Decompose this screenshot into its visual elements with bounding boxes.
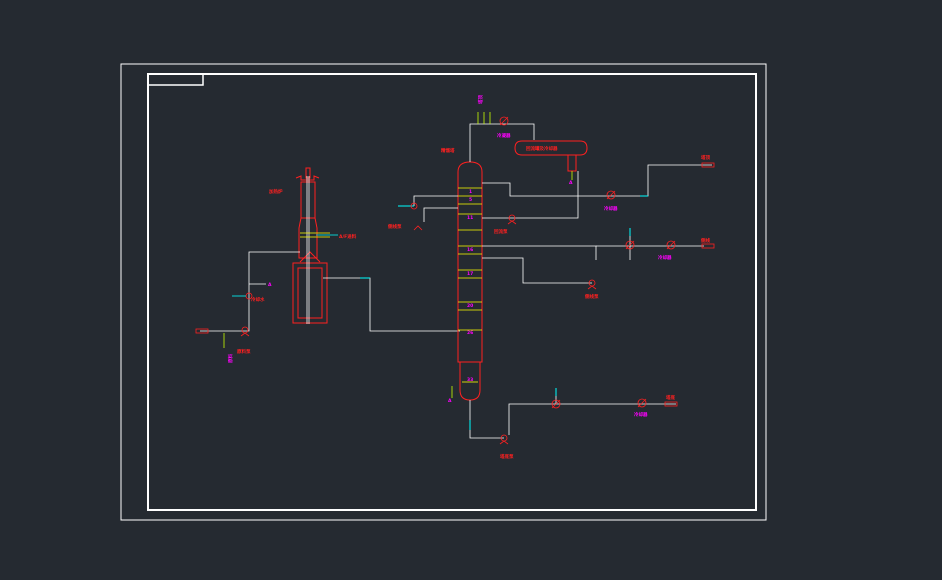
tray-26: 26	[467, 330, 473, 336]
tray-11: 11	[467, 215, 473, 221]
condenser-label: 冷凝器	[497, 132, 511, 139]
tray-17: 17	[467, 271, 473, 277]
reflux-pump[interactable]	[507, 214, 517, 225]
tray-5: 5	[469, 197, 472, 203]
feed-pipe	[200, 251, 300, 332]
column-label: 精馏塔	[441, 147, 455, 154]
bottom-pipe	[469, 400, 504, 439]
tray-bottom: 33	[467, 377, 473, 383]
overhead-pipe	[469, 123, 535, 162]
side-feed-pipe-2	[423, 207, 458, 222]
lower-draw-pipe	[482, 257, 592, 284]
feed-inlet	[195, 328, 209, 334]
pump-left[interactable]	[240, 326, 250, 337]
bottom-product-label: 塔底	[666, 394, 675, 401]
furnace-label: 加热炉	[268, 188, 283, 195]
side-product-label: 侧线	[701, 237, 710, 244]
overhead-vents	[477, 112, 491, 124]
furnace-outlet-pipe	[323, 277, 460, 332]
furnace	[292, 167, 328, 324]
top-cooler[interactable]	[606, 190, 616, 200]
column-bottom-marker: A	[448, 398, 452, 404]
title-tab	[148, 74, 204, 86]
top-product-label: 塔顶	[701, 154, 710, 161]
inner-frame	[147, 73, 757, 511]
reflux-pipe	[482, 171, 579, 219]
tray-16: 16	[467, 247, 473, 253]
top-product-outlet	[701, 162, 715, 168]
lower-draw-pump[interactable]	[587, 279, 597, 290]
bottom-cooler[interactable]	[637, 398, 647, 408]
column-tray-numbers: 1 5 11 16 17 20 26 33	[467, 189, 473, 383]
reflux-drum[interactable]	[514, 140, 588, 172]
overhead-label: 塔顶	[477, 95, 484, 104]
cooling-water-label: 冷却水	[251, 296, 265, 303]
mid-valve[interactable]	[625, 240, 635, 250]
outer-frame	[120, 63, 767, 521]
side-pump[interactable]	[413, 225, 423, 231]
reflux-drum-label: 回流罐及冷却器	[526, 145, 558, 152]
furnace-tubes	[306, 176, 310, 324]
furnace-side-label: A/F进料	[339, 233, 357, 240]
bottom-product-pipe	[508, 403, 676, 435]
tray-20: 20	[467, 303, 473, 309]
side-product-outlet	[701, 243, 715, 249]
condenser[interactable]	[499, 116, 509, 126]
lower-draw-pump-label: 侧线泵	[585, 293, 599, 300]
reflux-pump-label: 回流泵	[494, 228, 508, 235]
bottom-cooler-label: 冷却器	[634, 411, 648, 418]
feed-in-label: 原料	[227, 354, 234, 363]
bottom-product-outlet	[664, 401, 678, 407]
column-trays	[458, 187, 482, 383]
bottom-pump[interactable]	[499, 434, 509, 445]
side-valve[interactable]	[410, 202, 418, 210]
mid-cooler[interactable]	[666, 240, 676, 250]
bottom-valve[interactable]	[551, 399, 561, 409]
pump-left-label: 原料泵	[237, 348, 251, 355]
mid-cooler-label: 冷却器	[658, 254, 672, 261]
bottom-pump-label: 塔底泵	[500, 453, 514, 460]
air-label: A	[268, 282, 272, 288]
side-pump-label: 侧线泵	[388, 223, 402, 230]
tray-1: 1	[469, 189, 472, 195]
furnace-coils	[300, 232, 330, 238]
drum-outlet-marker: A	[569, 180, 573, 186]
side-feed-pipe	[413, 195, 458, 206]
top-cooler-label: 冷却器	[604, 205, 618, 212]
top-product-pipe	[482, 164, 712, 197]
